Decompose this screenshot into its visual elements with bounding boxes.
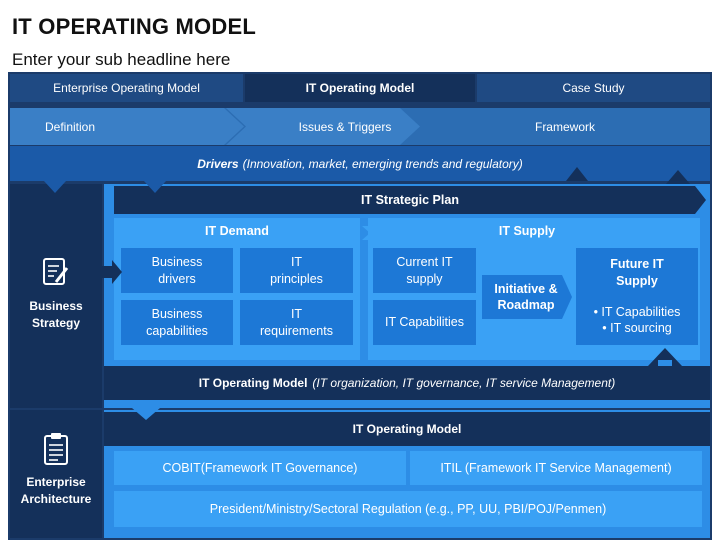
step-definition: Definition — [44, 119, 96, 134]
tab-enterprise-operating-model: Enterprise Operating Model — [10, 74, 243, 102]
enterprise-architecture-label-2: Architecture — [20, 492, 92, 506]
initiative-roadmap-label: Initiative & Roadmap — [494, 282, 558, 312]
ea-itil: ITIL (Framework IT Service Management) — [410, 451, 702, 485]
business-strategy-label-2: Strategy — [31, 316, 81, 330]
supply-it-capabilities: IT Capabilities — [373, 300, 476, 345]
drivers-text: (Innovation, market, emerging trends and… — [242, 156, 523, 171]
clipboard-icon — [44, 433, 68, 465]
operating-model-bar: IT Operating Model (IT organization, IT … — [104, 366, 710, 400]
drivers-bar: Drivers (Innovation, market, emerging tr… — [10, 146, 710, 181]
supply-future-it: Future IT Supply • IT Capabilities • IT … — [576, 248, 698, 345]
page-title: IT OPERATING MODEL — [12, 14, 256, 39]
it-demand-title: IT Demand — [205, 224, 269, 238]
ea-regulation: President/Ministry/Sectoral Regulation (… — [114, 491, 702, 527]
it-supply-title: IT Supply — [498, 224, 556, 238]
ea-cobit: COBIT(Framework IT Governance) — [114, 451, 406, 485]
operating-model-detail: (IT organization, IT governance, IT serv… — [312, 376, 616, 390]
ea-header: IT Operating Model — [104, 412, 710, 446]
strategy-document-icon — [43, 258, 69, 285]
enterprise-architecture-label-1: Enterprise — [26, 475, 86, 489]
strategic-plan-label: IT Strategic Plan — [361, 193, 459, 207]
enterprise-architecture-panel: Enterprise Architecture — [10, 410, 102, 538]
page-subtitle: Enter your sub headline here — [12, 50, 231, 69]
step-framework: Framework — [534, 119, 595, 134]
operating-model-label: IT Operating Model — [198, 376, 308, 390]
step-issues-triggers: Issues & Triggers — [298, 119, 392, 134]
tab-it-operating-model: IT Operating Model — [245, 74, 475, 102]
business-strategy-panel: Business Strategy — [10, 184, 102, 408]
business-strategy-label-1: Business — [29, 299, 83, 313]
drivers-label: Drivers — [197, 156, 239, 171]
tab-case-study: Case Study — [477, 74, 710, 102]
